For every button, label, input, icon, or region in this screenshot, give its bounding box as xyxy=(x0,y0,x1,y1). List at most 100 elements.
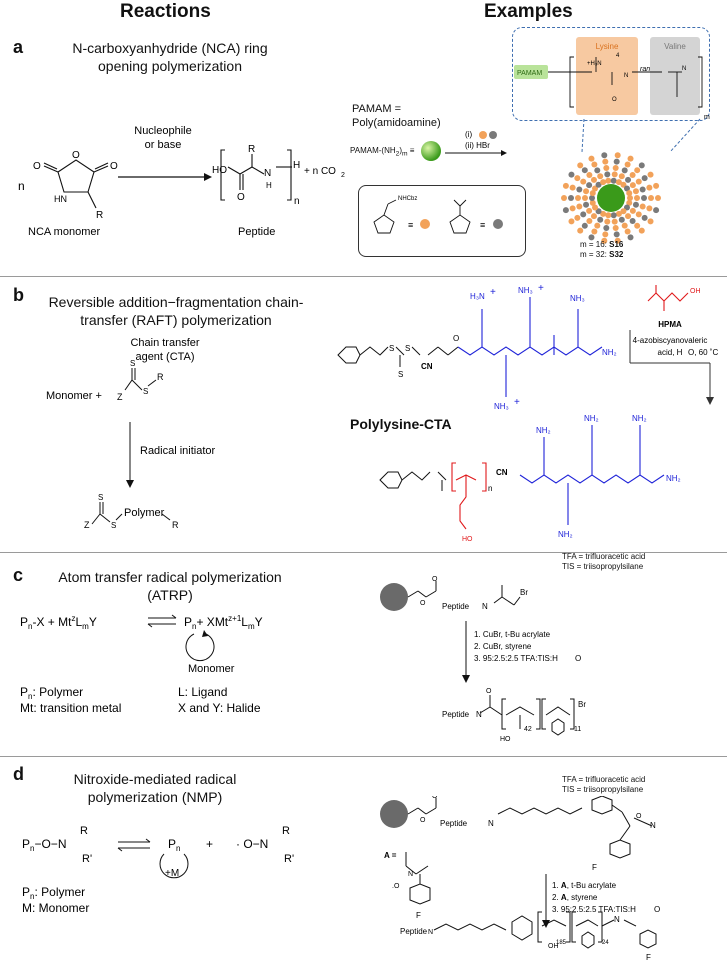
svg-text:R': R' xyxy=(82,853,92,865)
svg-text:O: O xyxy=(420,600,426,607)
dendrimer-bead xyxy=(626,199,633,206)
dendrimer-bead xyxy=(615,210,622,217)
svg-text:NH₃: NH₃ xyxy=(518,286,533,295)
svg-text:Br: Br xyxy=(520,588,528,597)
dendrimer-bead xyxy=(575,195,581,201)
polylysine-cta-title: Polylysine-CTA xyxy=(350,416,452,432)
dendrimer-bead xyxy=(577,162,584,169)
svg-text:F: F xyxy=(416,911,421,920)
svg-text:O: O xyxy=(420,817,426,824)
svg-text:O: O xyxy=(33,161,41,172)
dendrimer-bead xyxy=(638,162,645,169)
raft-reaction-scheme: Chain transfer agent (CTA) Monomer + S Z… xyxy=(46,337,216,530)
svg-text:4: 4 xyxy=(616,53,620,59)
svg-text:A =: A = xyxy=(384,851,397,860)
dendrimer-bead xyxy=(621,222,628,229)
svg-text:n: n xyxy=(488,484,492,493)
svg-text:S: S xyxy=(398,370,403,379)
svg-text:or base: or base xyxy=(145,139,182,151)
svg-text:R': R' xyxy=(284,853,294,865)
svg-text:HPMA: HPMA xyxy=(658,320,682,329)
dendrimer-bead xyxy=(634,222,641,229)
dendrimer-bead xyxy=(594,222,601,229)
dendrimer-bead xyxy=(641,195,647,201)
dendrimer-bead xyxy=(610,177,617,184)
svg-text:+M: +M xyxy=(165,868,179,879)
svg-text:m: m xyxy=(704,114,710,121)
dendrimer-bead xyxy=(591,161,598,168)
monomer-legend-structures: NHCbz ≡ ≡ xyxy=(373,196,503,234)
dendrimer-bead xyxy=(605,177,612,184)
dendrimer-bead xyxy=(601,152,608,159)
dendrimer-bead xyxy=(655,195,661,201)
dendrimer-bead xyxy=(625,213,632,220)
svg-text:Peptide: Peptide xyxy=(442,710,470,719)
svg-text:H: H xyxy=(266,181,272,190)
dendrimer-bead xyxy=(618,173,625,180)
svg-text:NH₂: NH₂ xyxy=(536,426,551,435)
svg-text:NH₂: NH₂ xyxy=(632,414,647,423)
svg-text:S: S xyxy=(389,344,394,353)
dendrimer-legend: m = 16: S16 m = 32: S32 xyxy=(580,240,624,259)
svg-text:agent (CTA): agent (CTA) xyxy=(135,351,194,363)
svg-text:Z: Z xyxy=(84,520,90,530)
svg-text:F: F xyxy=(646,953,651,962)
dendrimer-bead xyxy=(581,222,588,229)
svg-text:O: O xyxy=(654,905,660,914)
dendrimer-bead xyxy=(632,188,639,195)
svg-text:O: O xyxy=(612,97,617,103)
svg-text:N: N xyxy=(264,168,271,179)
svg-text:NH₂: NH₂ xyxy=(666,474,681,483)
dendrimer-bead xyxy=(581,167,588,174)
dendrimer-bead xyxy=(648,195,654,201)
svg-text:O: O xyxy=(575,654,581,663)
dendrimer-bead xyxy=(583,201,590,208)
svg-text:Mt: transition metal: Mt: transition metal xyxy=(20,701,121,715)
svg-text:CN: CN xyxy=(496,468,508,477)
dendrimer-bead xyxy=(613,158,620,165)
dendrimer-bead xyxy=(603,225,610,232)
svg-text:+ n CO: + n CO xyxy=(304,166,336,177)
dendrimer-bead xyxy=(629,172,636,179)
reactions-header: Reactions xyxy=(120,1,211,22)
svg-text:HO: HO xyxy=(462,536,473,543)
svg-text:ran: ran xyxy=(640,66,650,73)
dendrimer-bead xyxy=(589,195,595,201)
dendrimer-bead xyxy=(603,164,610,171)
svg-text:+: + xyxy=(490,287,496,298)
dendrimer-bead xyxy=(611,171,618,178)
svg-text:(ii) HBr: (ii) HBr xyxy=(465,141,490,150)
dendrimer-bead xyxy=(653,182,660,189)
svg-text:+: + xyxy=(538,285,544,294)
dendrimer-bead xyxy=(580,178,587,185)
dendrimer-detail: Lysine Valine PAMAM +H₃N 4 O N ran N m xyxy=(514,37,710,153)
svg-text:.O: .O xyxy=(392,883,400,890)
dendrimer-bead xyxy=(586,172,593,179)
dendrimer-bead xyxy=(641,214,648,221)
svg-text:Pn-X + MtzLmY: Pn-X + MtzLmY xyxy=(20,614,97,631)
divider-ab xyxy=(0,276,727,277)
divider-cd xyxy=(0,756,727,757)
dendrimer-bead xyxy=(639,203,646,210)
dendrimer-bead xyxy=(618,216,625,223)
monomer-legend-box xyxy=(358,185,526,257)
svg-text:N: N xyxy=(624,73,628,79)
svg-text:NH₂: NH₂ xyxy=(558,530,573,539)
dendrimer-bead xyxy=(605,212,612,219)
panel-c-label: c xyxy=(13,565,24,585)
dendrimer-bead xyxy=(627,195,633,201)
svg-text:N: N xyxy=(488,819,494,828)
svg-text:CN: CN xyxy=(421,362,433,371)
svg-text:Br: Br xyxy=(578,700,586,709)
svg-text:3. 95:2.5:2.5 TFA:TIS:H: 3. 95:2.5:2.5 TFA:TIS:H xyxy=(552,905,636,914)
svg-text:H: H xyxy=(293,160,300,171)
dendrimer-bead xyxy=(614,237,621,244)
dendrimer-bead xyxy=(586,207,593,214)
dendrimer-bead xyxy=(624,228,631,235)
svg-text:R: R xyxy=(172,520,179,530)
dendrimer-bead xyxy=(586,182,593,189)
dendrimer-bead xyxy=(611,218,618,225)
dendrimer-bead xyxy=(653,207,660,214)
svg-text:3. 95:2.5:2.5 TFA:TIS:H: 3. 95:2.5:2.5 TFA:TIS:H xyxy=(474,654,558,663)
